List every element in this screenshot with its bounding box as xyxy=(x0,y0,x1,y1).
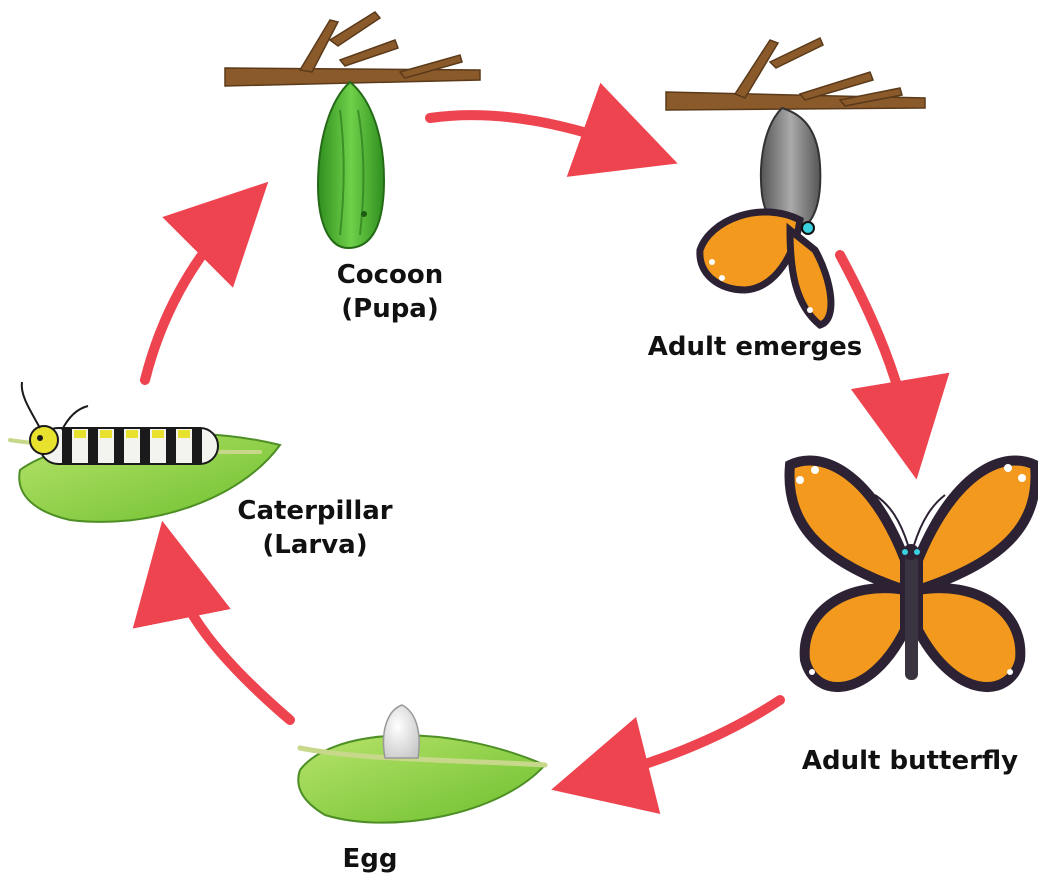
caterpillar-label: Caterpillar (Larva) xyxy=(215,494,415,562)
adult-butterfly-label-line1: Adult butterfly xyxy=(785,744,1035,778)
cocoon-label: Cocoon (Pupa) xyxy=(300,258,480,326)
adult-emerges-label: Adult emerges xyxy=(620,330,890,364)
cycle-arrow-icon xyxy=(145,210,240,380)
cocoon-label-line1: Cocoon xyxy=(300,258,480,292)
egg-label: Egg xyxy=(320,842,420,876)
branch-icon xyxy=(666,38,925,110)
cocoon-label-line2: (Pupa) xyxy=(300,292,480,326)
caterpillar-body xyxy=(22,382,218,464)
adult-emerges-label-line1: Adult emerges xyxy=(620,330,890,364)
adult-butterfly-label: Adult butterfly xyxy=(785,744,1035,778)
cycle-arrow-icon xyxy=(430,115,640,150)
chrysalis-icon xyxy=(318,82,384,248)
emerging-butterfly-icon xyxy=(700,212,831,325)
caterpillar-label-line2: (Larva) xyxy=(215,528,415,562)
egg-leaf-icon xyxy=(298,705,545,823)
cocoon-illustration xyxy=(225,12,480,248)
cycle-arrow-icon xyxy=(590,700,780,780)
adult-emerges-illustration xyxy=(666,38,925,325)
cycle-arrow-icon xyxy=(170,560,290,720)
branch-icon xyxy=(225,12,480,86)
butterfly-icon xyxy=(789,460,1035,687)
caterpillar-label-line1: Caterpillar xyxy=(215,494,415,528)
egg-label-line1: Egg xyxy=(320,842,420,876)
